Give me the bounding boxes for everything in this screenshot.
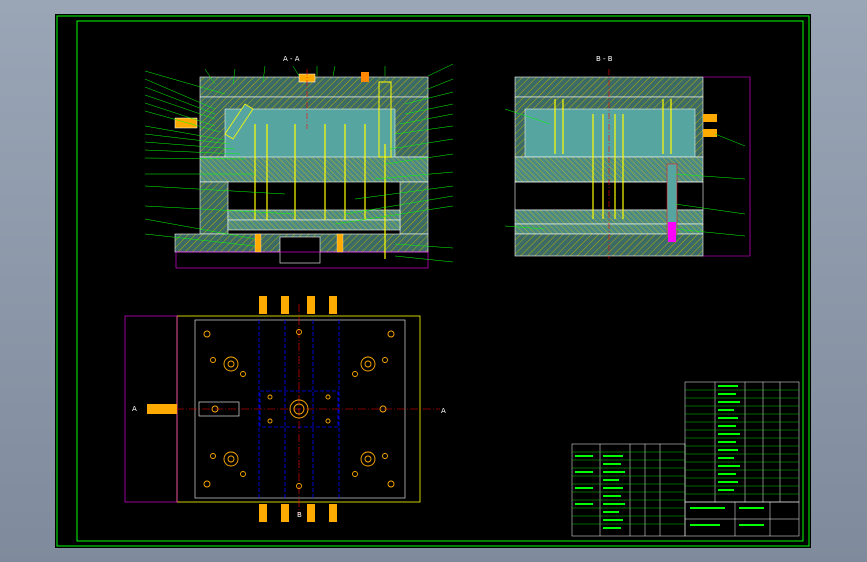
outer-border <box>56 15 810 547</box>
inner-border <box>76 20 804 542</box>
plan-view: A A B <box>124 296 446 522</box>
parts-list-table <box>571 381 800 537</box>
cut-label-left: A <box>132 405 137 413</box>
parts-list-rows <box>572 389 799 525</box>
cut-label-right: A <box>441 407 446 415</box>
section-a-label: A - A <box>283 55 300 63</box>
table-text-marks <box>575 385 764 529</box>
section-a-view: A - A <box>144 55 454 269</box>
section-b-label: B - B <box>596 55 613 63</box>
section-b-view: B - B <box>504 55 751 259</box>
cut-label-bottom: B <box>297 511 302 519</box>
mold-assembly-drawing: A - A <box>56 15 810 547</box>
drawing-canvas[interactable]: A - A <box>55 14 811 548</box>
